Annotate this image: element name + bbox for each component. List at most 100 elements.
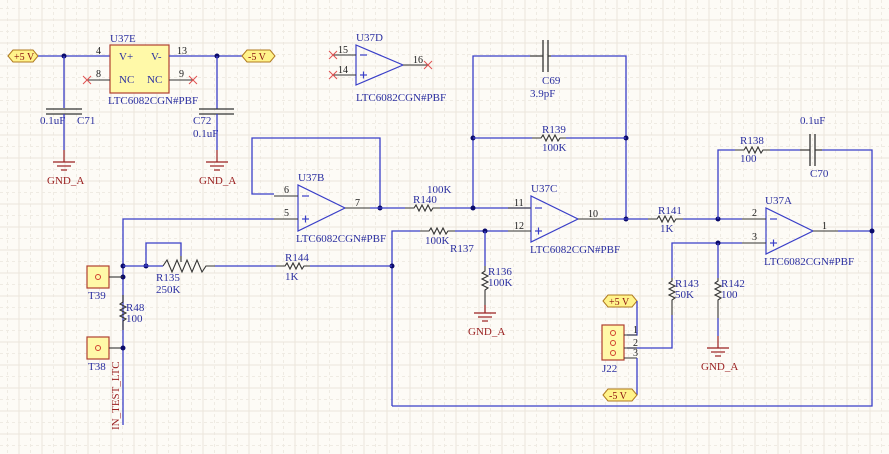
junction [869,228,875,234]
power-label: +5 V [609,297,630,308]
r138-value: 100 [740,153,757,165]
pin-line [624,334,637,359]
ground-symbol-4 [707,336,729,357]
pin-number: 11 [514,198,524,209]
testpoint-t38[interactable] [86,336,110,360]
resistor-r143[interactable] [667,278,677,315]
wire [392,149,873,407]
ground-label: GND_A [199,175,236,187]
pin-number: 6 [284,185,289,196]
ground-label: GND_A [701,361,738,373]
wire [627,315,673,349]
no-connect-icon [82,75,92,85]
opamp-u37a[interactable] [765,207,815,255]
pin-line [333,54,428,76]
t38-designator: T38 [88,361,106,373]
c70-value: 0.1uF [800,115,825,127]
c72-value: 0.1uF [193,128,218,140]
u37c-designator: U37C [531,183,557,195]
r141-designator: R141 [658,205,682,217]
resistor-r48[interactable] [118,295,128,330]
c71-designator: C71 [77,115,95,127]
pin-line [274,195,370,220]
pin-number: 12 [514,221,524,232]
power-port-plus5v-j22[interactable]: +5 V [602,294,638,308]
c71-value: 0.1uF [40,115,65,127]
resistor-r137[interactable] [420,226,455,236]
capacitor-c70[interactable] [800,134,822,166]
wire [472,55,627,218]
u37b-designator: U37B [298,172,324,184]
r144-value: 1K [285,271,299,283]
c69-value: 3.9pF [530,88,555,100]
pin-number: 16 [413,55,423,66]
r140-value: 100K [427,184,452,196]
resistor-r138[interactable] [735,145,770,155]
capacitor-c69[interactable] [530,40,551,72]
c70-designator: C70 [810,168,829,180]
r141-value: 1K [660,223,674,235]
potentiometer-r135[interactable] [162,256,215,274]
resistor-r144[interactable] [276,261,310,271]
pin-number: 14 [338,65,348,76]
resistor-r136[interactable] [480,266,490,312]
power-port-plus5v-top[interactable]: +5 V [7,49,39,63]
pin-number: 4 [96,46,101,57]
pin-number: 2 [752,208,757,219]
r138-designator: R138 [740,135,764,147]
pin-number: 15 [338,45,348,56]
resistor-r140[interactable] [405,203,440,213]
power-label: -5 V [248,52,267,63]
j22-designator: J22 [602,363,617,375]
wire [122,218,274,425]
pin-number: 1 [633,325,638,336]
net-label-in-test: IN_TEST_LTC [110,361,122,430]
pin-number: 2 [633,338,638,349]
c72-designator: C72 [193,115,211,127]
r48-designator: R48 [126,302,145,314]
power-port-minus5v-top[interactable]: -5 V [241,49,276,63]
r144-designator: R144 [285,252,309,264]
u37d-part-number: LTC6082CGN#PBF [356,92,446,104]
r137-designator: R137 [450,243,474,255]
u37e-part-number: LTC6082CGN#PBF [108,95,198,107]
testpoint-t39[interactable] [86,265,110,289]
resistor-r142[interactable] [713,278,723,318]
part-u37e[interactable]: U37E V+ V- NC NC LTC6082CGN#PBF [108,33,198,107]
junction [120,345,126,351]
pin-number: 3 [633,348,638,359]
u37e-designator: U37E [110,33,136,45]
resistor-r139[interactable] [532,133,566,143]
no-connect-icon [328,70,338,80]
c69-designator: C69 [542,75,561,87]
opamp-u37b[interactable] [297,184,347,232]
t39-designator: T39 [88,290,106,302]
r136-designator: R136 [488,266,512,278]
opamp-u37d[interactable] [355,44,405,86]
r135-designator: R135 [156,272,180,284]
pin-number: 1 [822,221,827,232]
u37a-designator: U37A [765,195,792,207]
pin-number: 5 [284,208,289,219]
r142-designator: R142 [721,278,745,290]
u37c-part-number: LTC6082CGN#PBF [530,244,620,256]
no-connect-icon [423,60,433,70]
wire [391,230,508,406]
pin-line [508,207,603,232]
resistor-r141[interactable] [648,214,683,224]
pin-name: V- [151,51,162,63]
wire [145,242,182,266]
no-connect-icon [188,75,198,85]
power-label: -5 V [609,391,628,402]
pin-number: 7 [355,198,360,209]
r143-value: 50K [675,289,694,301]
opamp-u37c[interactable] [530,195,580,243]
junction [470,205,476,211]
pin-number: 10 [588,209,598,220]
ground-symbol-3 [474,305,496,322]
power-port-minus5v-j22[interactable]: -5 V [602,388,638,402]
ground-label: GND_A [47,175,84,187]
connector-j22[interactable] [601,324,625,361]
wire [251,137,381,208]
